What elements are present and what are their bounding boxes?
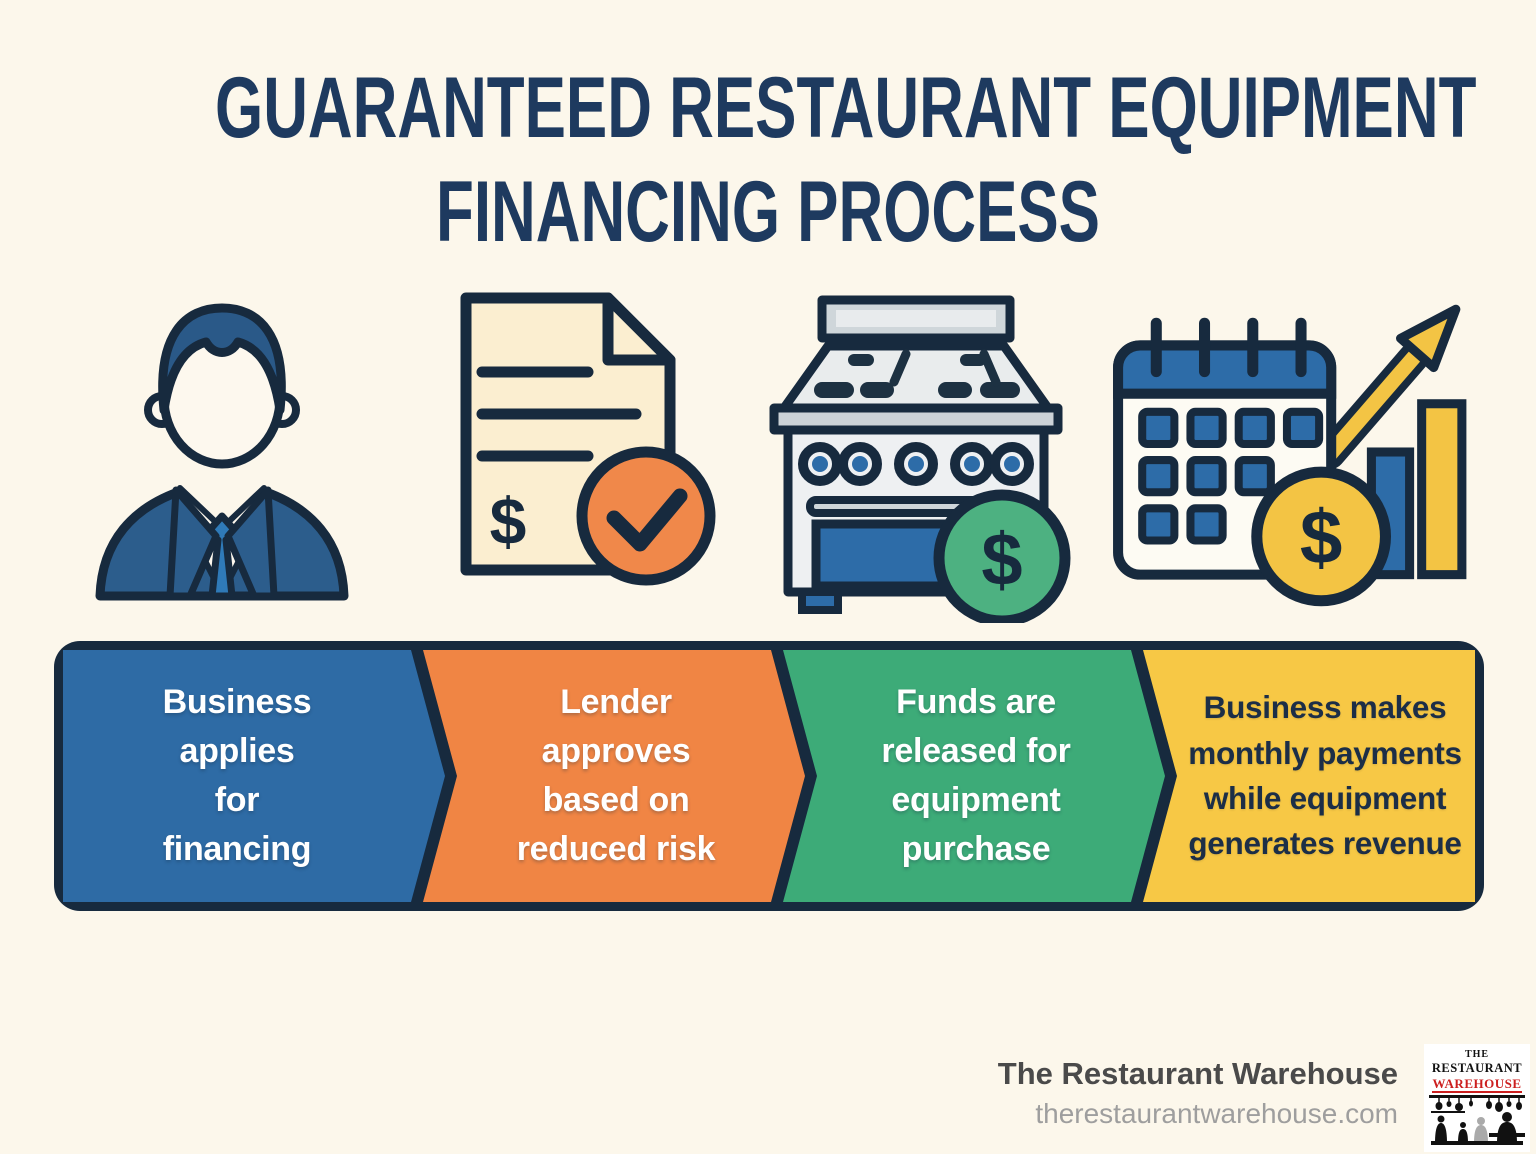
title-line-2: FINANCING PROCESS (436, 164, 1100, 260)
stove-knobs (798, 442, 1034, 486)
calendar-rings (1150, 317, 1307, 378)
calendar-dollar-sign: $ (1300, 496, 1343, 581)
calendar-revenue-icon: $ (1104, 283, 1486, 620)
funds-coin (933, 489, 1071, 623)
logo-line-the: THE (1464, 1049, 1490, 1060)
footer-company-name: The Restaurant Warehouse (997, 1056, 1398, 1091)
restaurant-warehouse-logo: THE RESTAURANT WAREHOUSE (1424, 1044, 1530, 1152)
process-flow-bar: Business applies for financing Lender ap… (54, 641, 1484, 911)
step-business-applies: Business applies for financing (63, 650, 445, 902)
step-lender-approves: Lender approves based on reduced risk (423, 650, 805, 902)
step-monthly-payments: Business makes monthly payments while eq… (1143, 650, 1475, 902)
logo-line-restaurant: RESTAURANT (1431, 1061, 1523, 1075)
revenue-coin (1251, 466, 1392, 607)
approved-loan-document-icon: $ (420, 280, 720, 615)
growth-arrow-icon (1315, 304, 1461, 470)
checkmark-icon (606, 488, 688, 552)
footer-website-url: therestaurantwarehouse.com (1035, 1098, 1398, 1129)
step-label: Lender approves based on reduced risk (516, 683, 716, 868)
page-title: GUARANTEED RESTAURANT EQUIPMENT FINANCIN… (0, 56, 1536, 264)
stove-dollar-sign: $ (981, 518, 1022, 601)
document-dollar-sign: $ (490, 484, 527, 558)
businessman-icon (72, 278, 372, 608)
stove-purchase-icon: $ (756, 288, 1076, 623)
step-funds-released: Funds are released for equipment purchas… (783, 650, 1165, 902)
title-line-1: GUARANTEED RESTAURANT EQUIPMENT (215, 60, 1477, 156)
calendar-days (1138, 407, 1324, 545)
approval-check-circle (576, 446, 716, 586)
step-label: Business makes monthly payments while eq… (1188, 689, 1462, 862)
step-label: Funds are released for equipment purchas… (881, 683, 1071, 868)
logo-line-warehouse: WAREHOUSE (1432, 1076, 1522, 1093)
step-label: Business applies for financing (162, 683, 312, 868)
kitchen-silhouette-icon (1429, 1095, 1525, 1145)
